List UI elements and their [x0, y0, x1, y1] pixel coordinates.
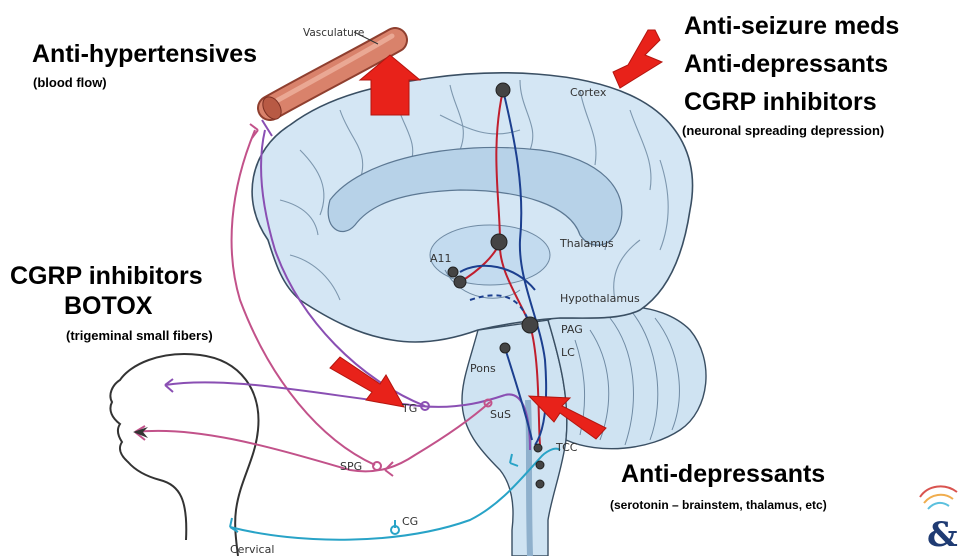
tcc-node-3 [536, 480, 544, 488]
spg-label: SPG [340, 460, 362, 473]
a11-node-2 [454, 276, 466, 288]
cortex-meds-line1: Anti-seizure meds [684, 12, 899, 41]
cortex-arrow-icon [613, 30, 662, 88]
trigeminal-line1: CGRP inhibitors [10, 262, 203, 291]
brainstem [462, 320, 567, 556]
pink-nerve-face [135, 402, 490, 471]
tcc-label: TCC [555, 441, 578, 454]
thalamus-label: Thalamus [559, 237, 614, 250]
thalamus-node [491, 234, 507, 250]
cg-label: CG [402, 515, 418, 528]
cortex-label: Cortex [570, 86, 607, 99]
cervical-label: Cervical [230, 543, 274, 556]
cortex-meds-line2: Anti-depressants [684, 50, 888, 79]
trigeminal-line2: BOTOX [64, 292, 152, 321]
pag-label: PAG [561, 323, 583, 336]
purple-nerve-face [165, 382, 505, 407]
sus-label: SuS [490, 408, 511, 421]
tg-arrow-icon [330, 357, 404, 407]
tg-label: TG [401, 402, 417, 415]
a11-label: A11 [430, 252, 452, 265]
tcc-node-2 [536, 461, 544, 469]
cervical-ending [230, 518, 238, 532]
ampersand-logo-icon: & [927, 515, 958, 555]
cortex-node [496, 83, 510, 97]
serotonin-title: Anti-depressants [621, 460, 825, 489]
cortex-meds-line3: CGRP inhibitors [684, 88, 877, 117]
lc-node [500, 343, 510, 353]
anti-hypertensives-title: Anti-hypertensives [32, 40, 257, 69]
spg-ganglion [373, 462, 381, 470]
anti-hypertensives-note: (blood flow) [33, 75, 107, 90]
pons-label: Pons [470, 362, 496, 375]
a11-node-1 [448, 267, 458, 277]
tcc-node-1 [534, 444, 542, 452]
cortex-meds-note: (neuronal spreading depression) [682, 123, 884, 138]
logo-arc-mid [924, 495, 953, 503]
vasculature-label: Vasculature [303, 27, 364, 39]
hypothalamus-label: Hypothalamus [560, 292, 640, 305]
logo: & [920, 486, 958, 555]
face-ending-purple [165, 379, 173, 392]
serotonin-note: (serotonin – brainstem, thalamus, etc) [610, 498, 827, 512]
lc-label: LC [561, 346, 575, 359]
logo-arc-inner [928, 503, 949, 509]
spg-ending [385, 462, 393, 476]
pag-node [522, 317, 538, 333]
trigeminal-note: (trigeminal small fibers) [66, 328, 213, 343]
